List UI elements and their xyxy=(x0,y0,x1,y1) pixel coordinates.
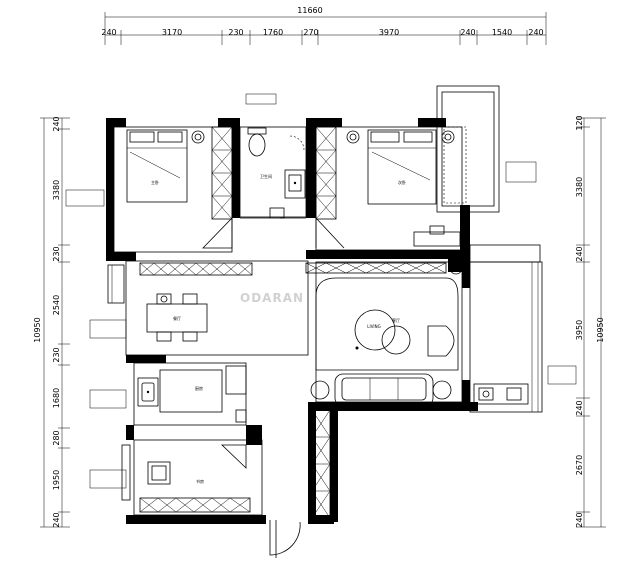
bed-second xyxy=(346,126,467,247)
kitchen-furniture xyxy=(137,365,529,423)
room-label-second-bedroom: 次卧 xyxy=(398,179,406,185)
watermark-text: ODARAN xyxy=(240,291,304,305)
right-dim-4: 3950 xyxy=(575,320,584,340)
dining-set xyxy=(146,293,208,342)
top-total-dim: 11660 xyxy=(297,6,322,15)
left-dim-3: 230 xyxy=(52,246,61,261)
right-dim-6: 2670 xyxy=(575,455,584,475)
top-dimensions: 11660 240 3170 230 1760 270 3970 240 154… xyxy=(101,6,547,45)
room-label-living-cn: 客厅 xyxy=(392,317,400,323)
room-label-living-en: LIVING xyxy=(367,324,380,329)
left-dim-5: 230 xyxy=(52,347,61,362)
top-dim-7: 240 xyxy=(460,28,475,37)
room-label-dining: 餐厅 xyxy=(173,315,181,321)
top-dim-3: 230 xyxy=(228,28,243,37)
top-dim-1: 240 xyxy=(101,28,116,37)
left-dimensions: 10950 240 3380 230 2540 230 1680 280 195… xyxy=(33,116,70,528)
room-label-master-bedroom: 主卧 xyxy=(151,179,159,185)
top-dim-4: 1760 xyxy=(263,28,283,37)
top-dim-5: 270 xyxy=(303,28,318,37)
right-dim-2: 3380 xyxy=(575,177,584,197)
bathroom-fixtures xyxy=(240,127,306,219)
top-dim-9: 240 xyxy=(528,28,543,37)
right-dim-1: 120 xyxy=(575,115,584,130)
right-dim-7: 240 xyxy=(575,512,584,527)
top-dim-8: 1540 xyxy=(492,28,512,37)
left-dim-2: 3380 xyxy=(52,180,61,200)
room-label-kitchen: 厨房 xyxy=(195,385,203,391)
doors xyxy=(202,216,345,558)
left-dim-8: 1950 xyxy=(52,470,61,490)
right-total-dim: 10950 xyxy=(596,317,605,342)
bed-master xyxy=(126,129,205,203)
study-furniture xyxy=(147,461,171,485)
right-dim-5: 240 xyxy=(575,400,584,415)
room-labels: 主卧 次卧 卫生间 餐厅 LIVING 客厅 厨房 书房 xyxy=(151,173,406,484)
room-label-study: 书房 xyxy=(196,478,204,484)
left-dim-1: 240 xyxy=(52,116,61,131)
wall-outlines xyxy=(107,85,543,516)
right-dim-3: 240 xyxy=(575,246,584,261)
room-label-bathroom: 卫生间 xyxy=(260,173,272,179)
level-tags xyxy=(65,93,577,489)
top-dim-6: 3970 xyxy=(379,28,399,37)
wardrobes xyxy=(139,126,447,519)
left-dim-9: 240 xyxy=(52,512,61,527)
top-dim-2: 3170 xyxy=(162,28,182,37)
left-total-dim: 10950 xyxy=(33,317,42,342)
left-dim-6: 1680 xyxy=(52,388,61,408)
right-dimensions: 10950 120 3380 240 3950 240 2670 240 xyxy=(575,115,606,528)
left-dim-4: 2540 xyxy=(52,295,61,315)
living-furniture xyxy=(310,261,463,407)
left-dim-7: 280 xyxy=(52,430,61,445)
walls xyxy=(106,118,478,524)
